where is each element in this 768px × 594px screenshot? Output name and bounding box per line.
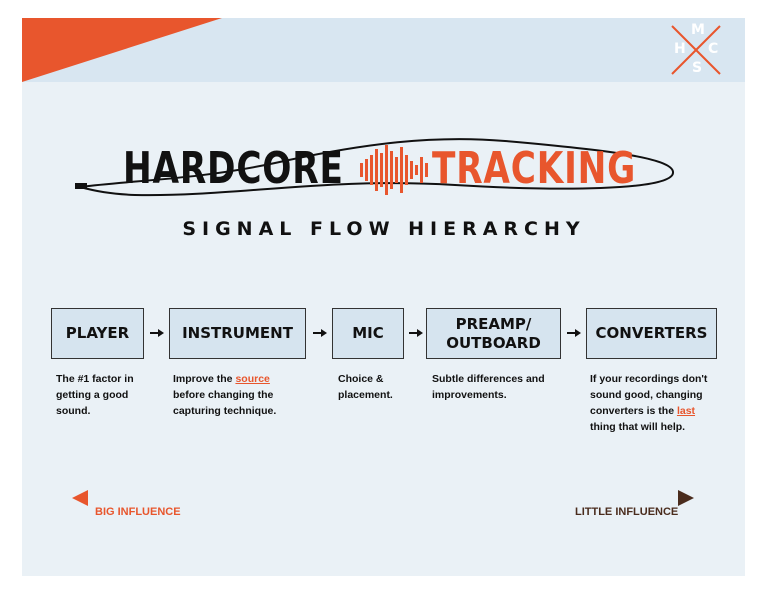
title-part1: HARDCORE	[123, 143, 344, 194]
arrow-right-icon	[567, 329, 581, 337]
mhcs-logo: M H C S	[668, 22, 724, 78]
logo-letter-top: M	[691, 22, 705, 38]
step-desc-player: The #1 factor in getting a good sound.	[56, 373, 134, 417]
step-box-player: PLAYER	[51, 308, 144, 359]
influence-arrow	[72, 490, 694, 506]
step-desc-mic: Choice & placement.	[338, 373, 393, 401]
step-label-line1: PREAMP/	[455, 314, 532, 333]
logo-letter-bottom: S	[692, 60, 703, 76]
cross-mark	[671, 25, 721, 75]
desc-text: If your recordings don't sound good, cha…	[590, 373, 708, 417]
desc-text: Improve the	[173, 373, 236, 385]
desc-text: thing that will help.	[590, 421, 686, 433]
title-logo: HARDCORE TRACKING	[75, 135, 695, 205]
desc-highlight: source	[235, 373, 270, 385]
subtitle: SIGNAL FLOW HIERARCHY	[182, 218, 586, 240]
corner-accent	[22, 18, 222, 82]
diagram-card	[22, 18, 745, 576]
arrow-right-icon	[409, 329, 423, 337]
desc-highlight: last	[676, 405, 696, 417]
step-box-instrument: INSTRUMENT	[169, 308, 306, 359]
step-box-mic: MIC	[332, 308, 404, 359]
little-influence-label: LITTLE INFLUENCE	[575, 506, 679, 518]
step-desc-converters: If your recordings don't sound good, cha…	[590, 371, 715, 435]
arrow-right-icon	[313, 329, 327, 337]
step-label-line2: OUTBOARD	[446, 333, 541, 352]
arrow-right-icon	[678, 490, 694, 506]
cable-graphic	[75, 138, 674, 197]
step-desc-preamp: Subtle differences and improvements.	[432, 373, 545, 401]
step-box-preamp: PREAMP/ OUTBOARD	[426, 308, 561, 359]
logo-letter-right: C	[708, 41, 719, 57]
desc-text: before changing the capturing technique.	[173, 389, 277, 417]
step-box-converters: CONVERTERS	[586, 308, 717, 359]
step-desc-instrument: Improve the source before changing the c…	[173, 371, 298, 419]
logo-letter-left: H	[674, 41, 686, 57]
big-influence-label: BIG INFLUENCE	[95, 506, 181, 518]
arrow-left-icon	[72, 490, 88, 506]
arrow-right-icon	[150, 329, 164, 337]
title-part2: TRACKING	[432, 143, 637, 194]
